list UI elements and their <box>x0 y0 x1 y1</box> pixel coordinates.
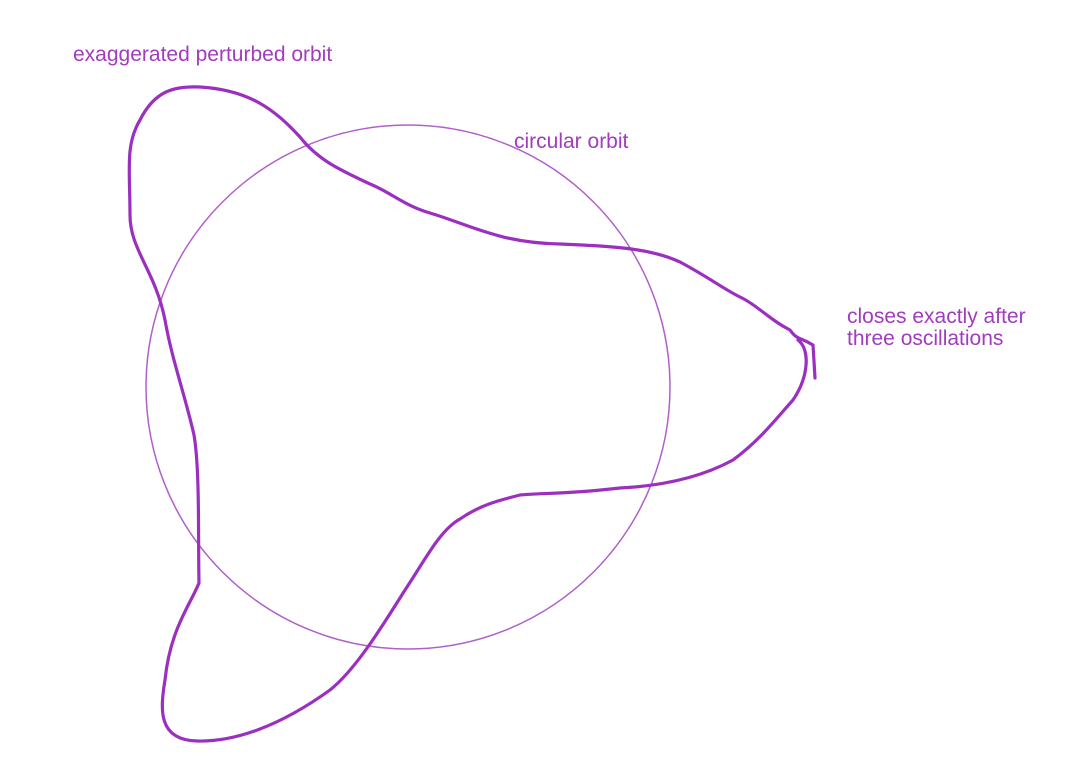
perturbed-orbit <box>127 85 817 743</box>
circular-orbit-label: circular orbit <box>514 130 629 153</box>
closure-note-line-1: closes exactly after <box>847 305 1026 328</box>
closure-note-line-2: three oscillations <box>847 327 1004 350</box>
circular-orbit <box>145 124 671 650</box>
perturbed-orbit-label: exaggerated perturbed orbit <box>73 43 333 66</box>
closure-note: closes exactly after three oscillations <box>847 306 1026 350</box>
